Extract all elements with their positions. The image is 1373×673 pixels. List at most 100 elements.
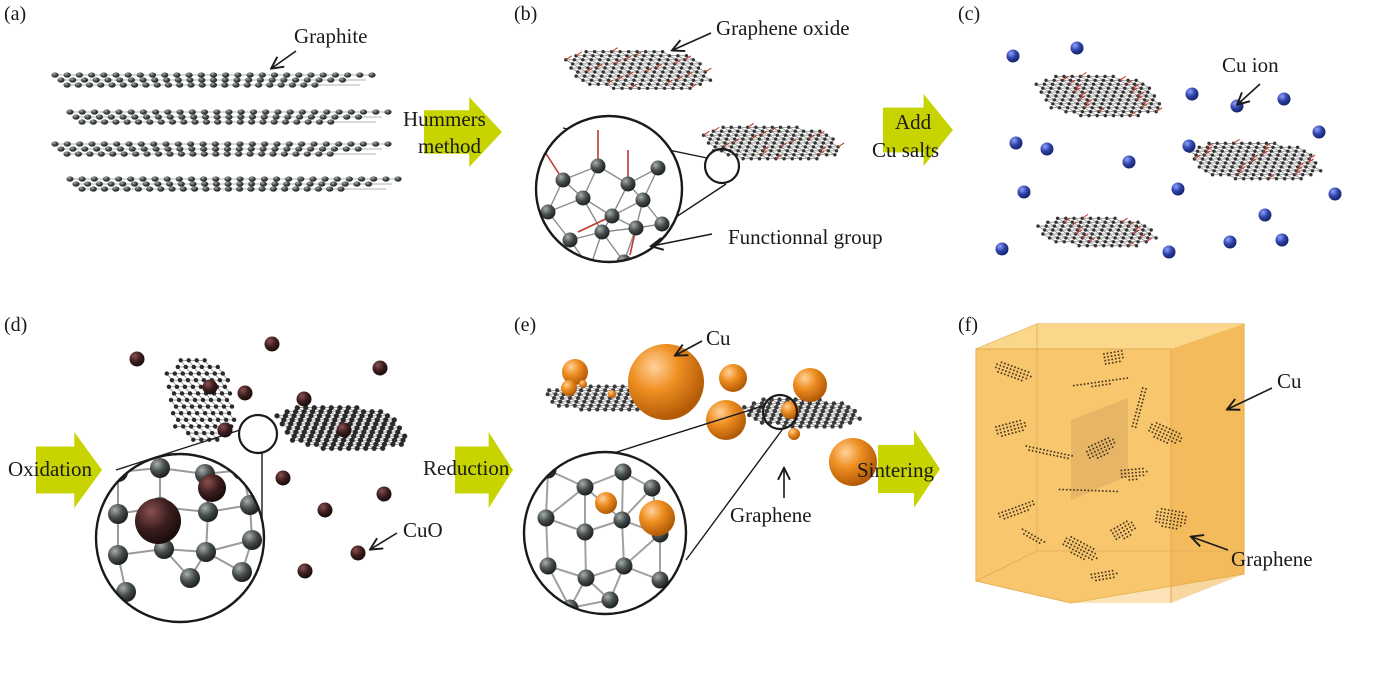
lattice-atom	[1291, 157, 1295, 161]
cu-sphere	[562, 359, 588, 385]
graphite-atom	[222, 72, 230, 78]
graphite-atom	[200, 109, 209, 115]
zoom-lattice-b	[540, 130, 670, 262]
sheet-atom	[1000, 361, 1003, 364]
graphite-atom	[281, 119, 290, 125]
sheet-atom	[1175, 431, 1178, 434]
lattice-atom	[801, 129, 806, 133]
lattice-atom	[793, 129, 797, 133]
lattice-atom	[564, 403, 569, 408]
graphite-atom	[188, 146, 196, 152]
lattice-atom	[1090, 86, 1094, 90]
lattice-atom	[180, 371, 185, 376]
lattice-atom	[286, 425, 292, 431]
sheet-atom	[1025, 377, 1028, 380]
lattice-atom	[812, 408, 817, 414]
functional-group-bond	[1075, 229, 1083, 235]
graphite-atom	[119, 82, 127, 88]
lattice-atom	[367, 413, 374, 419]
sheet-atom	[1005, 423, 1008, 426]
sheet-atom	[1057, 451, 1059, 454]
sheet-atom	[1012, 369, 1015, 372]
lattice-atom	[194, 430, 199, 436]
lattice-atom	[1151, 98, 1155, 102]
sheet-atom	[1089, 449, 1092, 452]
sheet-atom	[1124, 472, 1127, 475]
sheet-atom	[1108, 362, 1111, 365]
graphite-atom	[63, 82, 71, 88]
sheet-atom	[1110, 351, 1112, 354]
sheet-atom	[1032, 446, 1035, 449]
lattice-atom	[1095, 220, 1099, 224]
lattice-atom	[1065, 86, 1070, 90]
sheet-atom	[1131, 425, 1134, 428]
sheet-atom	[1000, 431, 1003, 434]
sheet-atom	[1112, 573, 1115, 575]
graphite-atom	[115, 109, 123, 115]
lattice-atom	[1147, 232, 1152, 236]
graphite-atom	[57, 146, 65, 152]
graphite-atom	[164, 146, 172, 152]
lattice-atom	[200, 397, 206, 403]
sheet-atom	[1142, 398, 1145, 401]
pointer-cu-f	[1228, 387, 1273, 409]
functional-group-bond	[1264, 142, 1272, 148]
lattice-atom	[373, 441, 379, 447]
graphite-atom	[235, 151, 243, 157]
functional-group-bond	[1249, 158, 1257, 164]
lattice-atom	[1093, 244, 1098, 248]
lattice-atom	[799, 401, 805, 406]
lattice-atom	[191, 417, 197, 422]
cu-ion-sphere	[1017, 185, 1031, 199]
sheet-atom	[1030, 533, 1033, 536]
lattice-atom	[606, 399, 611, 404]
lattice-atom	[586, 66, 590, 70]
graphite-atom	[78, 176, 86, 182]
sheet-atom	[1109, 577, 1112, 579]
lattice-atom	[576, 70, 580, 74]
lattice-atom	[361, 409, 367, 415]
lattice-atom	[777, 397, 782, 402]
graphite-atom	[81, 146, 89, 152]
sheet-atom	[1020, 511, 1023, 514]
sheet-atom	[1167, 509, 1170, 512]
graphite-atom	[139, 176, 147, 182]
graphite-atom	[303, 151, 311, 157]
lattice-atom	[185, 378, 191, 383]
lattice-atom	[830, 424, 835, 429]
lattice-atom	[327, 409, 333, 415]
sheet-atom	[1084, 555, 1087, 558]
sheet-atom	[1112, 576, 1115, 579]
lattice-atom	[766, 405, 771, 410]
lattice-atom	[1123, 106, 1127, 110]
lattice-atom	[587, 62, 592, 66]
sheet-atom	[1019, 371, 1022, 374]
lattice-atom	[1223, 141, 1228, 145]
lattice-atom	[202, 430, 207, 436]
sheet-atom	[1138, 397, 1141, 400]
lattice-atom	[197, 404, 203, 409]
lattice-atom	[1299, 177, 1303, 181]
sheet-atom	[1148, 429, 1151, 432]
lattice-atom	[1251, 153, 1256, 157]
graphite-atom	[245, 77, 253, 83]
functional-group-bond	[760, 150, 768, 156]
graphite-atom	[151, 176, 159, 182]
lattice-atom	[790, 137, 794, 141]
functional-group-bond	[818, 150, 825, 156]
graphite-atom	[148, 72, 157, 78]
graphite-atom	[200, 151, 208, 157]
sheet-atom	[1007, 508, 1010, 511]
sheet-atom	[1023, 510, 1026, 513]
lattice-atom	[1238, 145, 1242, 149]
lattice-atom	[1055, 90, 1060, 94]
lattice-atom	[664, 62, 668, 66]
graphite-atom	[143, 114, 151, 120]
sheet-atom	[1134, 426, 1137, 429]
sheet-atom	[1088, 456, 1091, 459]
cu-ion-sphere	[1122, 155, 1136, 169]
sheet-atom	[1169, 519, 1172, 522]
zoom-atom	[650, 160, 666, 176]
sheet-atom	[1081, 553, 1084, 556]
lattice-atom	[1292, 153, 1297, 157]
